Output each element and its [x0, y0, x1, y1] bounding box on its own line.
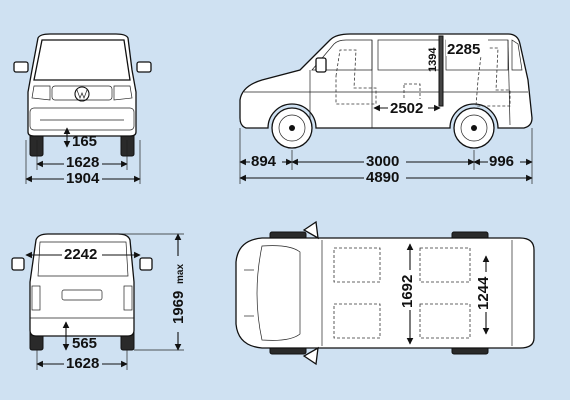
dim-front-ground-clearance: 165	[72, 133, 97, 150]
dim-rear-inner-width: 2242	[64, 246, 97, 263]
dim-rear-height: 1969	[170, 291, 187, 324]
top-body	[235, 237, 535, 349]
dim-side-cargo-height: 1394	[427, 47, 439, 72]
dim-wheelbase: 3000	[366, 153, 399, 170]
dim-rear-load-height: 565	[72, 335, 97, 352]
rear-body	[29, 233, 135, 337]
dim-overall-length: 4890	[366, 169, 399, 186]
front-view: 165 1628 1904	[13, 33, 152, 187]
dim-front-track: 1628	[66, 154, 99, 171]
rear-view: 2242 1969 max 565 1628	[11, 233, 188, 372]
side-body	[239, 33, 533, 129]
dim-top-inner-width-2: 1244	[475, 276, 492, 310]
dim-side-cargo-length: 2502	[390, 100, 423, 117]
dim-rear-overhang: 996	[489, 153, 514, 170]
front-right-mirror	[136, 61, 152, 73]
vw-logo-icon	[74, 86, 90, 102]
front-left-mirror	[13, 61, 29, 73]
dim-front-width: 1904	[66, 170, 100, 187]
dim-rear-track: 1628	[66, 355, 99, 372]
side-view: 1394 2285 2502 894 3000 996 4890	[239, 33, 533, 186]
dim-top-inner-width-1: 1692	[399, 275, 416, 308]
front-windscreen	[33, 39, 131, 81]
dim-rear-height-suffix: max	[175, 264, 186, 284]
dim-front-overhang: 894	[251, 153, 277, 170]
dim-side-upper-length: 2285	[447, 41, 480, 58]
top-view: 1692 1244	[235, 220, 535, 366]
